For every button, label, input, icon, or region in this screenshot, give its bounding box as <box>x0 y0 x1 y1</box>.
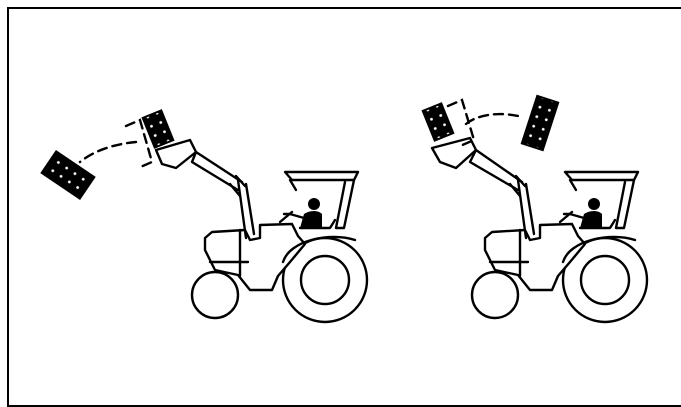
tractor <box>470 170 649 324</box>
left-panel <box>40 109 369 324</box>
bale-trajectory <box>464 112 520 126</box>
bale-ghost-outline <box>124 118 154 170</box>
loader-arm <box>468 148 524 192</box>
round-bale-in-bucket <box>141 109 175 149</box>
loader-bucket <box>430 136 478 170</box>
loader-bucket <box>154 138 198 170</box>
loader-cylinder <box>508 174 527 198</box>
bale-trajectory <box>78 140 138 164</box>
tractor <box>190 170 369 324</box>
loader-cylinder <box>228 174 247 198</box>
round-bale-in-bucket <box>421 102 455 142</box>
falling-bale <box>40 149 96 201</box>
bale-ghost-outline <box>446 98 476 148</box>
illustration <box>40 94 649 324</box>
falling-bale <box>520 94 560 152</box>
loader-arm <box>190 150 244 192</box>
right-panel <box>421 94 649 324</box>
